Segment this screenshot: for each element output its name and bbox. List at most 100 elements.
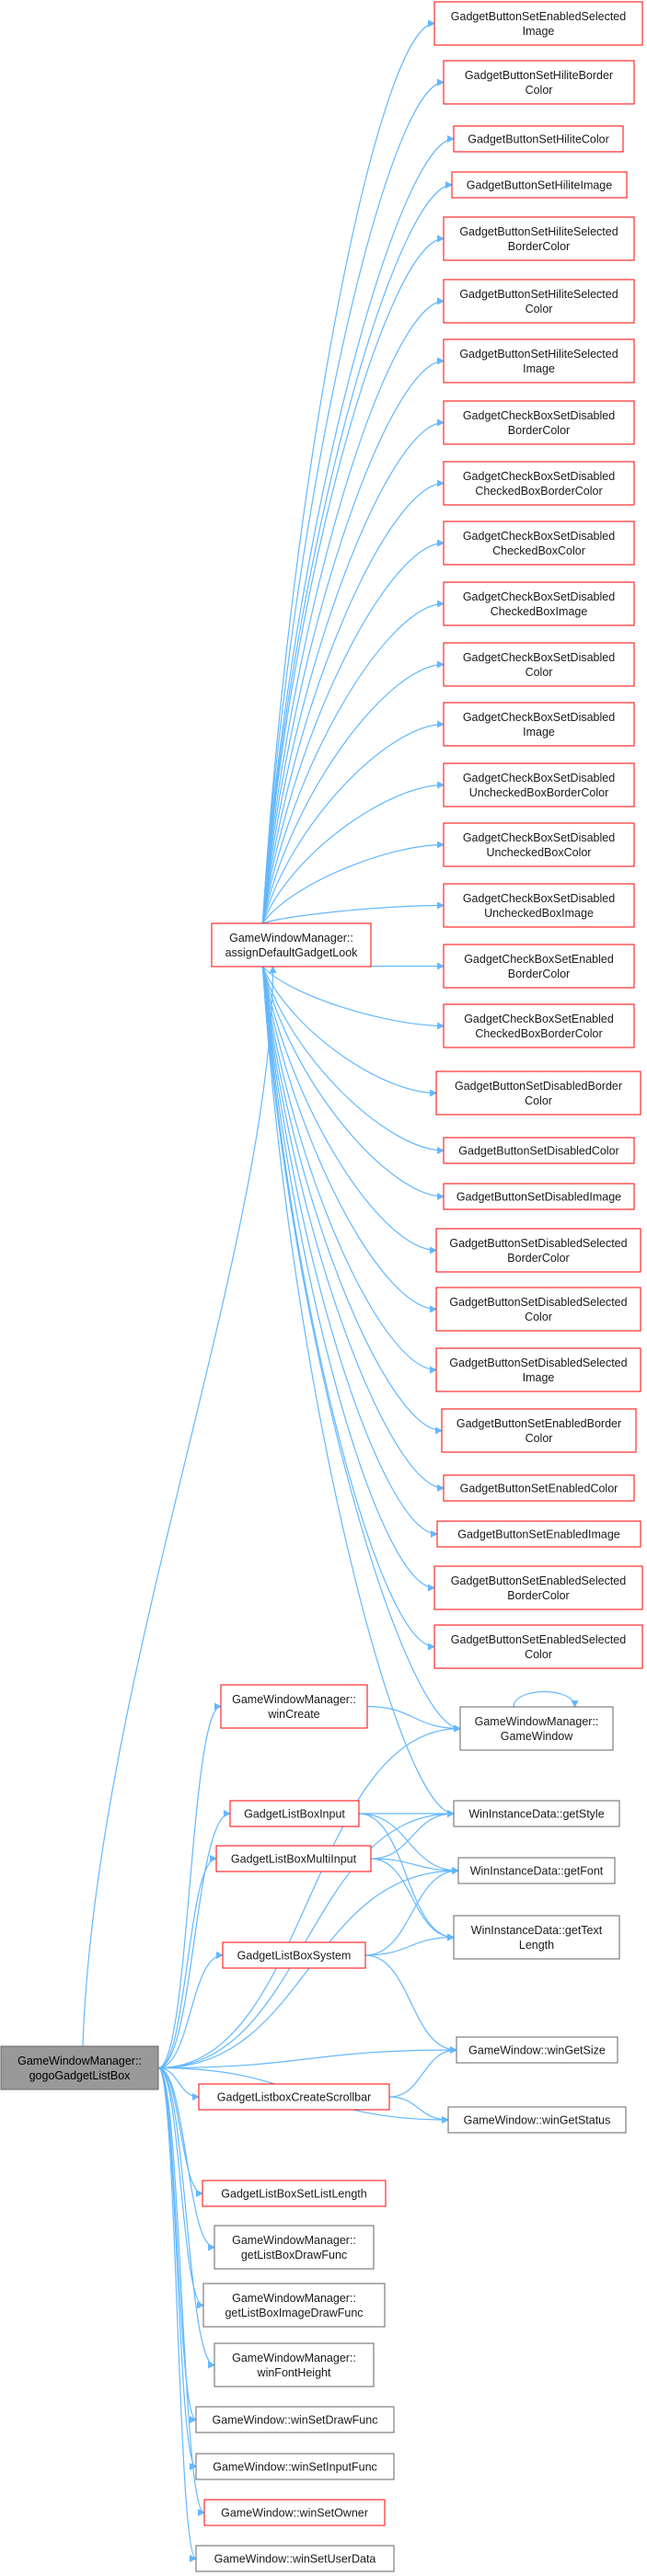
node-btn-en-color[interactable]: GadgetButtonSetEnabledColor bbox=[443, 1474, 635, 1502]
node-getsize[interactable]: GameWindow::winGetSize bbox=[456, 2036, 618, 2064]
node-label-line: CheckedBoxBorderColor bbox=[475, 1027, 602, 1040]
node-lb-input[interactable]: GadgetListBoxInput bbox=[229, 1800, 360, 1827]
edge-n_assign-to-n_btn_dis_color bbox=[261, 966, 445, 1154]
node-btn-dis-color[interactable]: GadgetButtonSetDisabledColor bbox=[443, 1137, 635, 1164]
node-fontheight[interactable]: GameWindowManager::winFontHeight bbox=[214, 2342, 375, 2387]
edge-n_lb_multi-to-n_getfont bbox=[370, 1858, 459, 1874]
node-btn-hilite-color[interactable]: GadgetButtonSetHiliteColor bbox=[453, 125, 624, 153]
node-label-line: GadgetListBoxSystem bbox=[237, 1950, 352, 1963]
node-btn-dis-image[interactable]: GadgetButtonSetDisabledImage bbox=[443, 1183, 635, 1210]
node-btn-en-image[interactable]: GadgetButtonSetEnabledImage bbox=[436, 1520, 641, 1548]
node-setdrawfunc[interactable]: GameWindow::winSetDrawFunc bbox=[195, 2406, 395, 2433]
node-cb-dis-unchecked-border[interactable]: GadgetCheckBoxSetDisabledUncheckedBoxBor… bbox=[443, 762, 635, 807]
node-rect bbox=[443, 521, 635, 566]
node-rect bbox=[229, 1800, 360, 1827]
node-assign[interactable]: GameWindowManager::assignDefaultGadgetLo… bbox=[211, 922, 372, 967]
edge-n_lb_input-to-n_gettextlen bbox=[358, 1813, 455, 1941]
node-lb-scroll[interactable]: GadgetListboxCreateScrollbar bbox=[198, 2083, 390, 2111]
edge-n_assign-to-n_cb_dis_checked_image bbox=[261, 600, 445, 924]
node-getstyle[interactable]: WinInstanceData::getStyle bbox=[453, 1800, 620, 1827]
node-rect bbox=[443, 1183, 635, 1210]
root-node[interactable]: GameWindowManager::gogoGadgetListBox bbox=[0, 2045, 159, 2090]
node-rect bbox=[211, 922, 372, 967]
node-getstatus[interactable]: GameWindow::winGetStatus bbox=[447, 2106, 627, 2134]
edge-n_assign-to-n_getstyle bbox=[261, 966, 455, 1817]
edge-n_assign-to-n_btn_en_sel_border bbox=[261, 966, 435, 1592]
node-label-line: GameWindow::winSetUserData bbox=[214, 2553, 376, 2566]
node-setowner[interactable]: GameWindow::winSetOwner bbox=[203, 2499, 386, 2526]
node-cb-dis-checked-border[interactable]: GadgetCheckBoxSetDisabledCheckedBoxBorde… bbox=[443, 461, 635, 506]
node-getdrawfunc[interactable]: GameWindowManager::getListBoxDrawFunc bbox=[214, 2225, 375, 2270]
node-cb-en-checked-border[interactable]: GadgetCheckBoxSetEnabledCheckedBoxBorder… bbox=[443, 1003, 635, 1048]
node-label-line: GadgetButtonSetDisabledImage bbox=[456, 1191, 621, 1204]
node-label-line: GameWindowManager:: bbox=[17, 2055, 142, 2067]
node-lb-multi[interactable]: GadgetListBoxMultiInput bbox=[215, 1845, 372, 1872]
node-label-line: WinInstanceData::getText bbox=[471, 1924, 603, 1937]
node-label-line: BorderColor bbox=[508, 424, 570, 437]
node-gamewindow[interactable]: GameWindowManager::GameWindow bbox=[459, 1706, 614, 1751]
node-lb-system[interactable]: GadgetListBoxSystem bbox=[222, 1941, 366, 1969]
node-label-line: GadgetCheckBoxSetEnabled bbox=[464, 953, 614, 966]
node-label-line: GameWindow::winSetOwner bbox=[221, 2507, 368, 2520]
node-label-line: Color bbox=[525, 1648, 552, 1661]
node-getfont[interactable]: WinInstanceData::getFont bbox=[457, 1857, 616, 1884]
node-rect bbox=[443, 461, 635, 506]
node-label-line: GadgetCheckBoxSetDisabled bbox=[463, 892, 615, 905]
node-label-line: GameWindow::winSetInputFunc bbox=[213, 2461, 377, 2474]
node-setinputfunc[interactable]: GameWindow::winSetInputFunc bbox=[195, 2453, 395, 2480]
node-rect bbox=[214, 2225, 375, 2270]
node-rect bbox=[203, 2499, 386, 2526]
node-label-line: Color bbox=[525, 1311, 552, 1323]
edge-n_lb_scroll-to-n_getstatus bbox=[388, 2096, 449, 2124]
node-btn-hilite-image[interactable]: GadgetButtonSetHiliteImage bbox=[451, 171, 628, 199]
edge-n_assign-to-n_gamewindow bbox=[261, 966, 461, 1733]
node-btn-en-sel-border[interactable]: GadgetButtonSetEnabledSelectedBorderColo… bbox=[433, 1565, 643, 1610]
node-label-line: winFontHeight bbox=[257, 2366, 331, 2379]
node-cb-dis-unchecked-color[interactable]: GadgetCheckBoxSetDisabledUncheckedBoxCol… bbox=[443, 822, 635, 867]
node-rect bbox=[435, 1228, 641, 1273]
node-rect bbox=[451, 171, 628, 199]
node-rect bbox=[0, 2045, 159, 2090]
node-label-line: GadgetCheckBoxSetDisabled bbox=[463, 409, 615, 422]
node-setuserdata[interactable]: GameWindow::winSetUserData bbox=[195, 2545, 395, 2572]
node-label-line: Length bbox=[519, 1939, 554, 1952]
node-label-line: GameWindowManager:: bbox=[475, 1715, 599, 1728]
node-getimgdrawfunc[interactable]: GameWindowManager::getListBoxImageDrawFu… bbox=[202, 2283, 386, 2328]
node-wincreate[interactable]: GameWindowManager::winCreate bbox=[220, 1684, 368, 1729]
node-label-line: GadgetCheckBoxSetDisabled bbox=[463, 590, 615, 603]
node-cb-dis-unchecked-image[interactable]: GadgetCheckBoxSetDisabledUncheckedBoxIma… bbox=[443, 883, 635, 928]
node-rect bbox=[443, 944, 635, 989]
node-rect bbox=[453, 125, 624, 153]
edge-root-to-n_setdrawfunc bbox=[157, 2067, 197, 2423]
node-label-line: GameWindow::winGetStatus bbox=[464, 2114, 611, 2127]
edge-n_lb_system-to-n_getfont bbox=[364, 1867, 459, 1956]
node-label-line: GadgetCheckBoxSetDisabled bbox=[463, 530, 615, 543]
edge-n_assign-to-n_btn_en_color bbox=[261, 966, 445, 1492]
edge-root-to-n_getdrawfunc bbox=[157, 2067, 215, 2251]
node-label-line: assignDefaultGadgetLook bbox=[225, 946, 359, 959]
node-label-line: Image bbox=[523, 362, 555, 375]
node-setlistlen[interactable]: GadgetListBoxSetListLength bbox=[202, 2180, 387, 2207]
edge-root-to-n_fontheight bbox=[157, 2067, 215, 2369]
edge-n_assign-to-n_btn_en_image bbox=[261, 966, 438, 1538]
node-rect bbox=[443, 279, 635, 324]
node-label-line: Color bbox=[526, 303, 553, 315]
node-btn-dis-sel-border[interactable]: GadgetButtonSetDisabledSelectedBorderCol… bbox=[435, 1228, 641, 1273]
